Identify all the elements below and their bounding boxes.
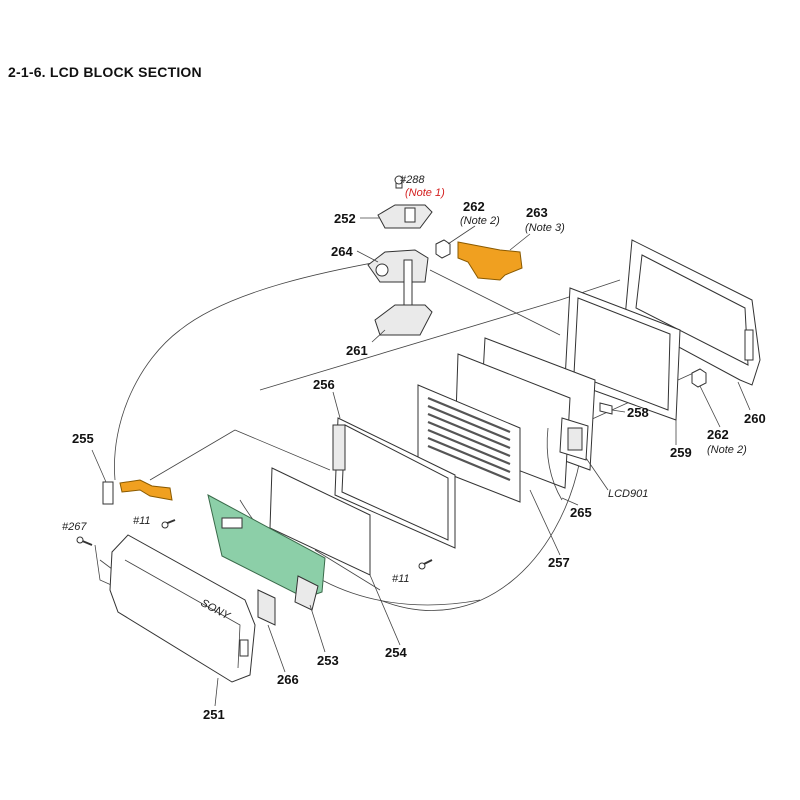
label-262-top: 262 xyxy=(463,199,485,214)
screw-267 xyxy=(76,536,93,546)
screw-11-left xyxy=(161,519,176,529)
note-3: (Note 3) xyxy=(525,222,565,234)
part-grille xyxy=(417,384,521,503)
section-title: 2-1-6. LCD BLOCK SECTION xyxy=(8,64,202,80)
part-266 xyxy=(257,589,276,626)
part-265 xyxy=(546,427,563,501)
label-266: 266 xyxy=(277,672,299,687)
label-253: 253 xyxy=(317,653,339,668)
label-255: 255 xyxy=(72,431,94,446)
label-260: 260 xyxy=(744,411,766,426)
label-252: 252 xyxy=(334,211,356,226)
part-263 xyxy=(457,241,523,281)
label-screw-11-left: #11 xyxy=(133,515,151,527)
part-261 xyxy=(374,304,433,336)
label-262-right: 262 xyxy=(707,427,729,442)
label-screw-267: #267 xyxy=(62,521,87,533)
part-258 xyxy=(599,402,613,415)
label-257: 257 xyxy=(548,555,570,570)
screw-288 xyxy=(394,175,404,189)
part-251: SONY xyxy=(109,534,256,683)
label-263: 263 xyxy=(526,205,548,220)
label-258: 258 xyxy=(627,405,649,420)
part-262-right xyxy=(691,368,707,388)
part-253 xyxy=(207,494,326,611)
callout-leaders xyxy=(91,217,751,707)
label-261: 261 xyxy=(346,343,368,358)
note-1: (Note 1) xyxy=(405,187,445,199)
label-screw-288: #288 xyxy=(400,174,425,186)
label-screw-11-bottom: #11 xyxy=(392,573,410,585)
label-264: 264 xyxy=(331,244,353,259)
label-251: 251 xyxy=(203,707,225,722)
note-2-top: (Note 2) xyxy=(460,215,500,227)
part-252 xyxy=(377,204,433,229)
part-262-top xyxy=(435,239,451,259)
part-264 xyxy=(367,249,429,321)
label-256: 256 xyxy=(313,377,335,392)
part-256 xyxy=(332,417,456,549)
callout-labels: #288 (Note 1) 252 262 (Note 2) 263 (Note… xyxy=(62,174,766,722)
part-lcd901 xyxy=(559,417,589,461)
label-265: 265 xyxy=(570,505,592,520)
label-254: 254 xyxy=(385,645,407,660)
label-259: 259 xyxy=(670,445,692,460)
screw-11-bottom xyxy=(418,559,433,570)
part-259 xyxy=(564,287,681,421)
note-2-right: (Note 2) xyxy=(707,444,747,456)
part-255 xyxy=(102,479,173,505)
label-lcd901: LCD901 xyxy=(608,488,648,500)
